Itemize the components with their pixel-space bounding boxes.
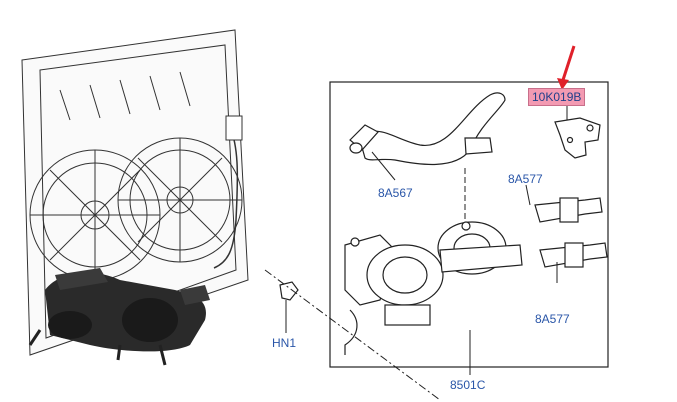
hose-icon — [349, 92, 506, 165]
lower-pump-cluster — [28, 268, 210, 366]
water-pump-icon — [344, 221, 523, 355]
callout-hose: 8A567 — [378, 186, 413, 200]
callout-connector-lower: 8A577 — [535, 312, 570, 326]
bracket-icon — [554, 117, 601, 159]
callout-connector-upper: 8A577 — [508, 172, 543, 186]
red-arrow-icon — [557, 45, 576, 90]
callout-pump-assembly: 8501C — [450, 378, 486, 392]
callout-bracket: 10K019B — [528, 88, 586, 106]
callout-clip: HN1 — [272, 336, 297, 350]
clip-icon — [279, 281, 299, 301]
connector-icon — [534, 197, 608, 268]
